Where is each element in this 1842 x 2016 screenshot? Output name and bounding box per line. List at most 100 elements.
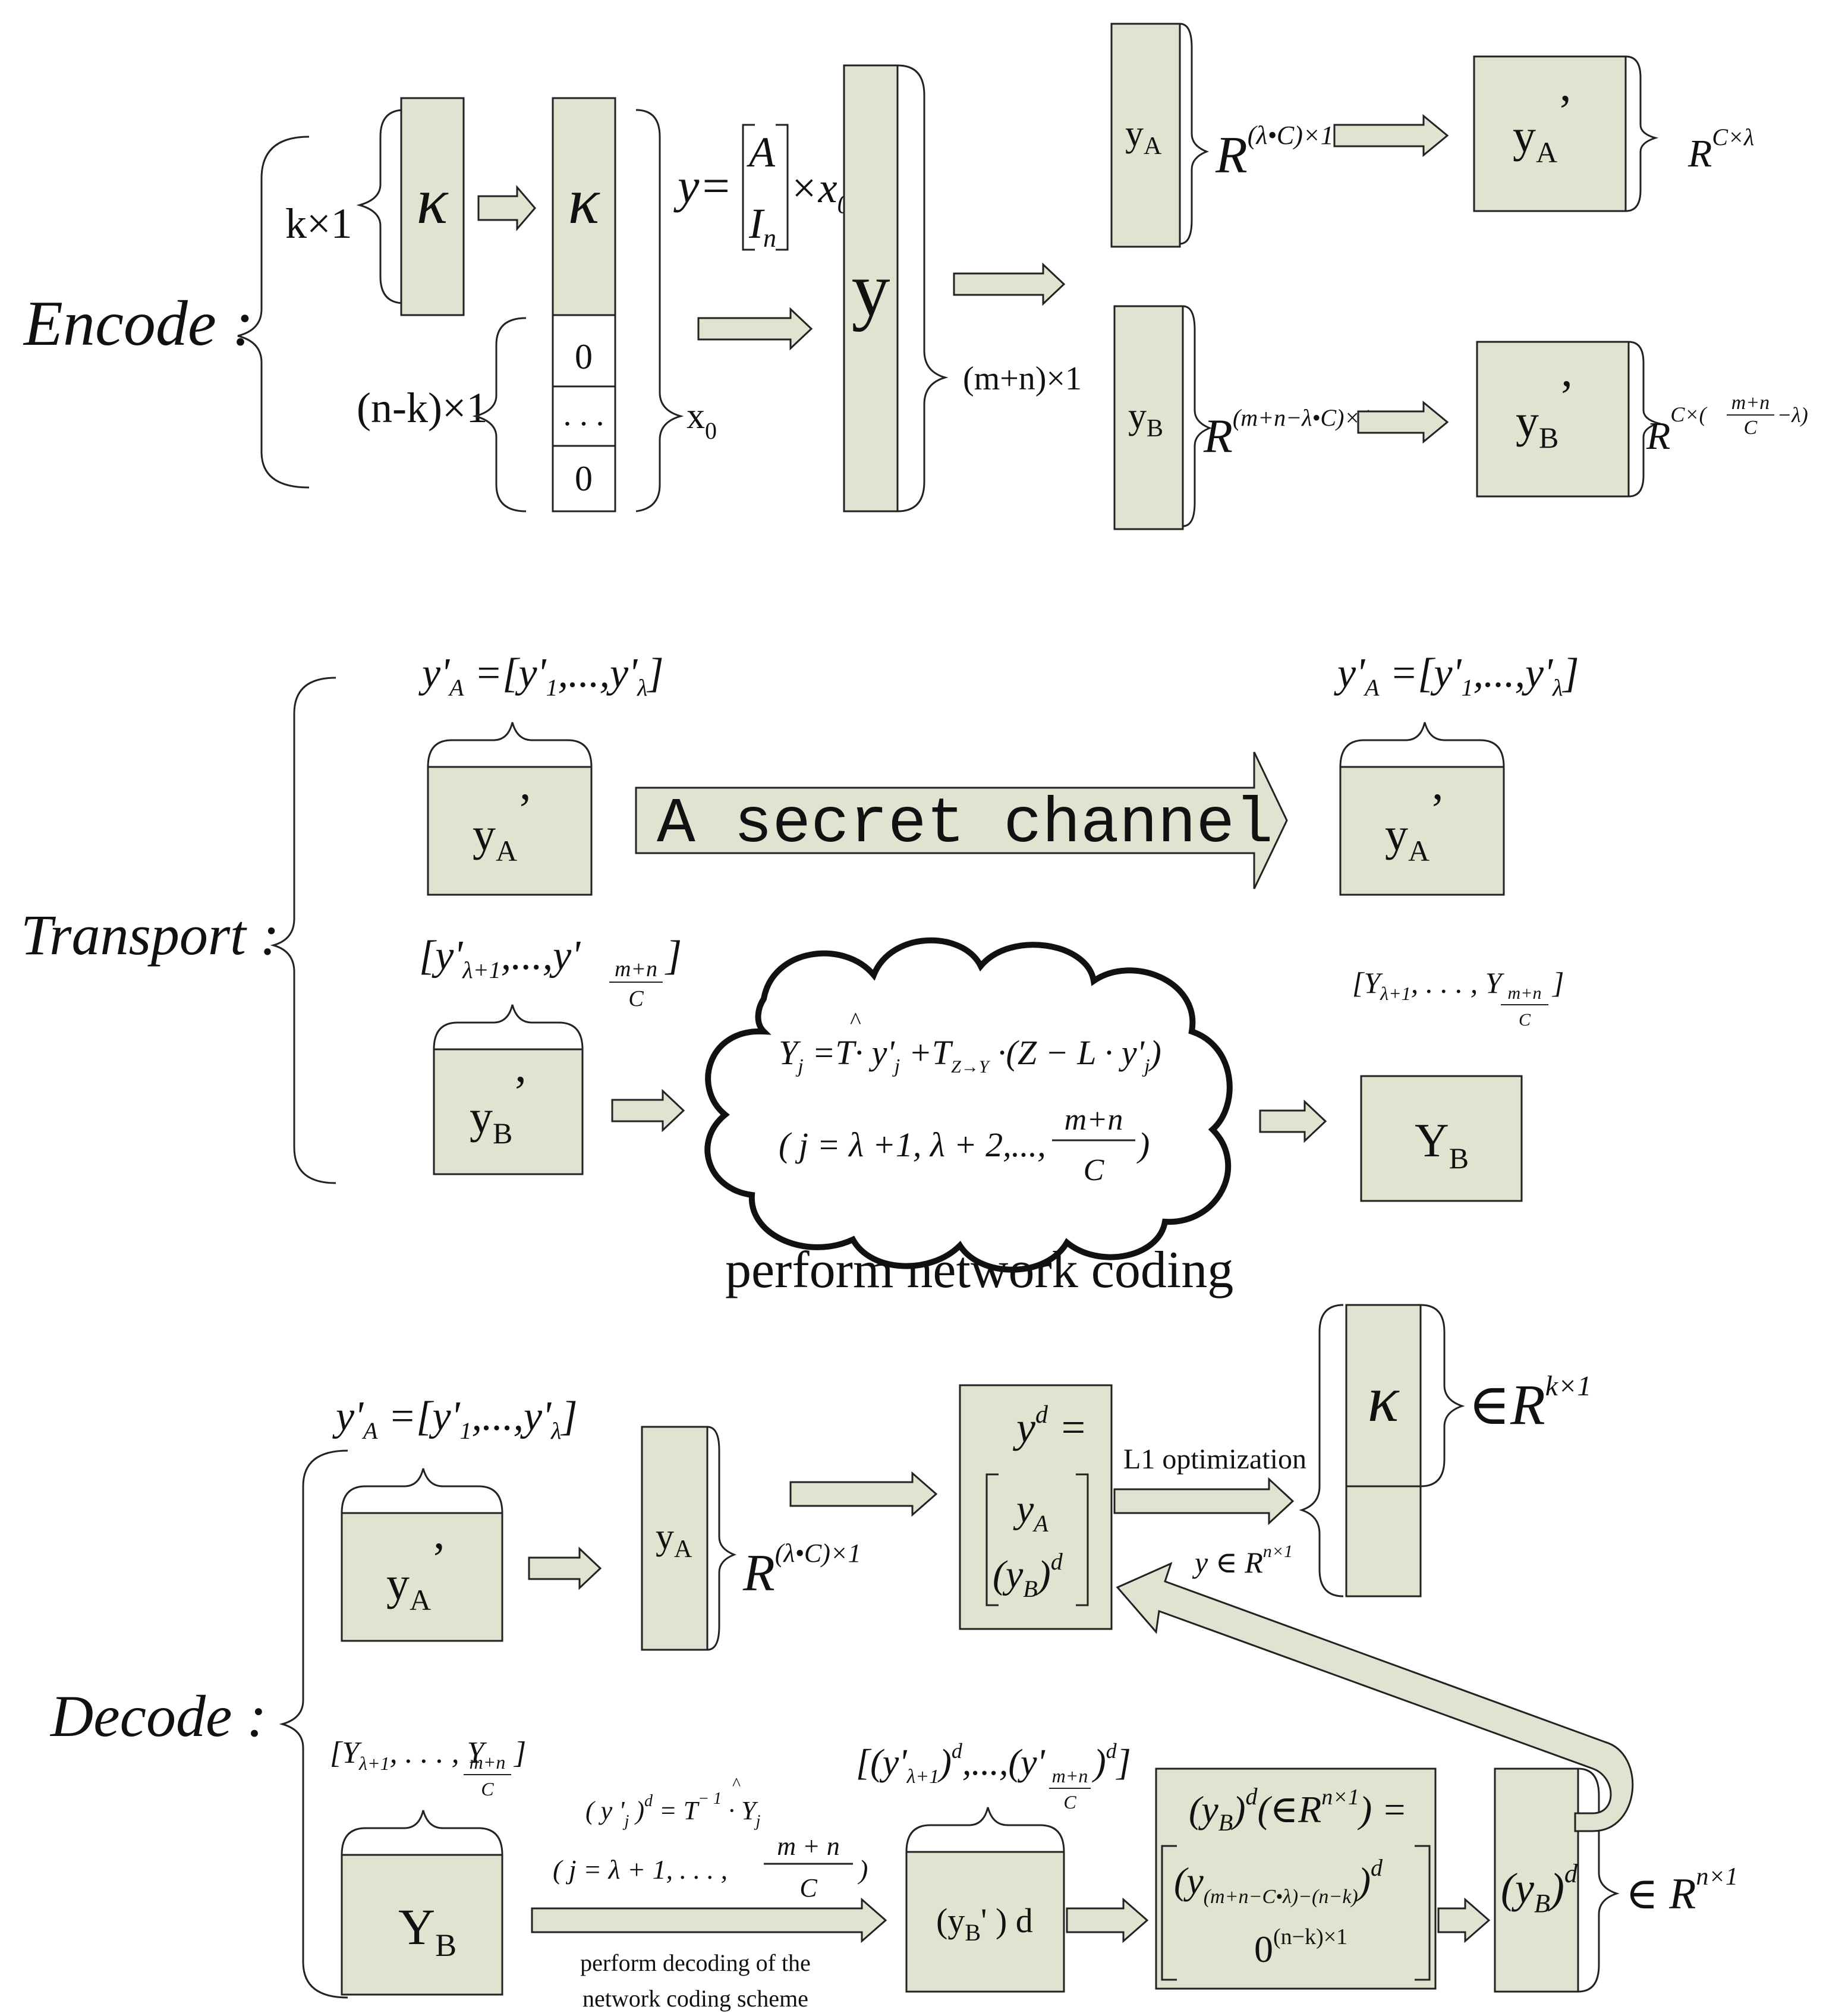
formula-y: y= xyxy=(673,159,732,213)
nk-dim-label: (n-k)×1 xyxy=(357,384,488,432)
network-coding-cloud xyxy=(704,937,1233,1273)
yA-label: yA xyxy=(1125,114,1162,160)
yB-brace xyxy=(1182,305,1213,527)
cloud-eq2: ( j = λ +1, λ + 2,..., xyxy=(779,1125,1046,1164)
yA-prime-brace xyxy=(1625,55,1659,212)
formula-I: In xyxy=(748,200,776,253)
perform-decoding-2: network coding scheme xyxy=(582,1985,808,2012)
transport-Y-vec-num: m+n xyxy=(1508,983,1542,1003)
ybd-vec: [(y'λ+1)d,...,(y' xyxy=(856,1739,1046,1788)
cloud-eq2-num: m+n xyxy=(1065,1103,1123,1137)
R-A: R(λ•C)×1 xyxy=(1215,121,1334,184)
encode-outer-brace xyxy=(237,136,310,489)
dec-eq2-num: m + n xyxy=(777,1832,839,1861)
kappa-result-label: κ xyxy=(1368,1363,1400,1435)
decode-arrow-5 xyxy=(1437,1897,1491,1943)
cloud-eq1-hat: ^ xyxy=(850,1007,861,1034)
yB-box xyxy=(1113,305,1184,530)
yA-brace xyxy=(1179,23,1210,245)
y-big-label: y xyxy=(852,247,890,332)
in-Rk: ∈Rk×1 xyxy=(1468,1370,1591,1436)
encode-arrow-yB xyxy=(1357,400,1449,444)
transport-Y-vec-close: ] xyxy=(1551,966,1564,999)
R-CB-den: C xyxy=(1744,417,1758,439)
transport-yA-label-left: yA’ xyxy=(473,784,533,867)
cloud-eq2-end: ) xyxy=(1136,1125,1150,1164)
decode-arrow-4 xyxy=(1066,1897,1149,1943)
y-in-R: y ∈ Rn×1 xyxy=(1192,1542,1293,1579)
transport-arrow-from-cloud xyxy=(1259,1099,1327,1143)
yd-box xyxy=(959,1384,1113,1630)
R-CB-tail: −λ) xyxy=(1777,403,1808,427)
perform-decoding-1: perform decoding of the xyxy=(580,1949,811,1976)
yb-d-row2: 0(n−k)×1 xyxy=(1254,1924,1347,1970)
yb-d-top: (yB)d(∈Rn×1) = xyxy=(1189,1783,1407,1836)
y-big-box xyxy=(843,64,899,512)
feedback-arrow xyxy=(1116,1562,1634,1832)
yA-prime-box xyxy=(1473,55,1627,212)
decode-arrow-2 xyxy=(789,1471,938,1517)
transport-yB-vec: [y'λ+1,...,y' xyxy=(419,933,581,983)
transport-yA-vec-left: y'A =[y'1,...,y'λ] xyxy=(418,650,664,701)
mn-dim-label: (m+n)×1 xyxy=(963,360,1082,397)
transport-yB-label: yB’ xyxy=(470,1066,528,1150)
encode-section: Encode : k×1 κ κ 0 . . . 0 (n-k)×1 x0 y=… xyxy=(23,23,1808,530)
R-B: R(m+n−λ•C)×1 xyxy=(1203,404,1372,463)
decode-yA-vec: y'A =[y'1,...,y'λ] xyxy=(332,1394,578,1444)
dec-eq2: ( j = λ + 1, . . . , xyxy=(553,1854,728,1885)
R-CA: RC×λ xyxy=(1687,124,1754,175)
yb-d-bracket-left xyxy=(1161,1845,1177,1981)
transport-yB-topbrace xyxy=(433,1004,584,1050)
kappa-result-brace-left xyxy=(1299,1304,1344,1597)
decode-yA-prime-box xyxy=(341,1512,503,1642)
secret-channel-arrow xyxy=(635,751,1288,889)
dec-eq1: ( y 'j )d = T− 1 · Yj xyxy=(585,1789,761,1831)
decode-YB-label: YB xyxy=(398,1898,456,1963)
transport-yB-vec-den: C xyxy=(628,986,644,1011)
yd-A: yA xyxy=(1013,1487,1048,1537)
zero-1: 0 xyxy=(575,337,593,376)
k-brace xyxy=(356,109,405,304)
yb-d-row1: (y(m+n−C•λ)−(n−k))d xyxy=(1174,1854,1383,1908)
cloud-eq1: Yj =T· y'j +TZ→Y ·(Z − L · y'j) xyxy=(779,1033,1161,1077)
formula-A: A xyxy=(747,128,776,176)
transport-yB-vec-num: m+n xyxy=(615,957,657,982)
zero-2: 0 xyxy=(575,459,593,498)
decode-label: Decode : xyxy=(49,1683,267,1749)
network-coding-label: perform network coding xyxy=(725,1241,1233,1299)
R-CB-num: m+n xyxy=(1731,392,1770,414)
formula-bracket-right xyxy=(776,124,789,251)
decode-yA-brace xyxy=(707,1426,737,1651)
yb-d-brace xyxy=(1577,1767,1620,1993)
transport-yB-box xyxy=(433,1048,584,1175)
transport-Y-vec-den: C xyxy=(1519,1010,1531,1030)
yB-prime-box xyxy=(1476,341,1630,498)
transport-yA-topbrace-left xyxy=(427,722,593,768)
decode-yA-topbrace xyxy=(341,1468,503,1514)
ybd-vec-num: m+n xyxy=(1052,1765,1088,1787)
kappa-result-brace-right xyxy=(1420,1304,1465,1487)
yB-label: yB xyxy=(1128,396,1163,442)
yd-bracket-right xyxy=(1076,1473,1089,1606)
yb-d-box-label: (yB)d xyxy=(1501,1859,1578,1918)
decode-yA-prime-label: yA’ xyxy=(386,1533,446,1616)
in-Rn: ∈ Rn×1 xyxy=(1626,1863,1738,1918)
decode-YB-box xyxy=(341,1854,503,1996)
decode-YB-topbrace xyxy=(341,1810,503,1855)
ybp-d-label: (yB' ) d xyxy=(936,1901,1033,1946)
encode-arrow-3 xyxy=(953,262,1066,306)
kappa-label-2: κ xyxy=(568,165,600,237)
yA-prime-label: yA’ xyxy=(1513,85,1573,169)
kappa-box xyxy=(400,97,465,316)
l1-label: L1 optimization xyxy=(1123,1443,1306,1475)
transport-arrow-to-cloud xyxy=(611,1089,685,1133)
encode-label: Encode : xyxy=(23,288,254,359)
decode-section: Decode : y'A =[y'1,...,y'λ] yA’ yA R(λ•C… xyxy=(49,1304,1738,2012)
zero-cell-2 xyxy=(552,445,616,512)
decode-arrow-3 xyxy=(531,1897,887,1943)
ybd-vec-den: C xyxy=(1063,1791,1076,1813)
secret-channel-label: A secret channel xyxy=(657,788,1273,861)
yd-B: (yB)d xyxy=(993,1548,1063,1602)
dec-eq1-hat: ^ xyxy=(732,1774,741,1794)
